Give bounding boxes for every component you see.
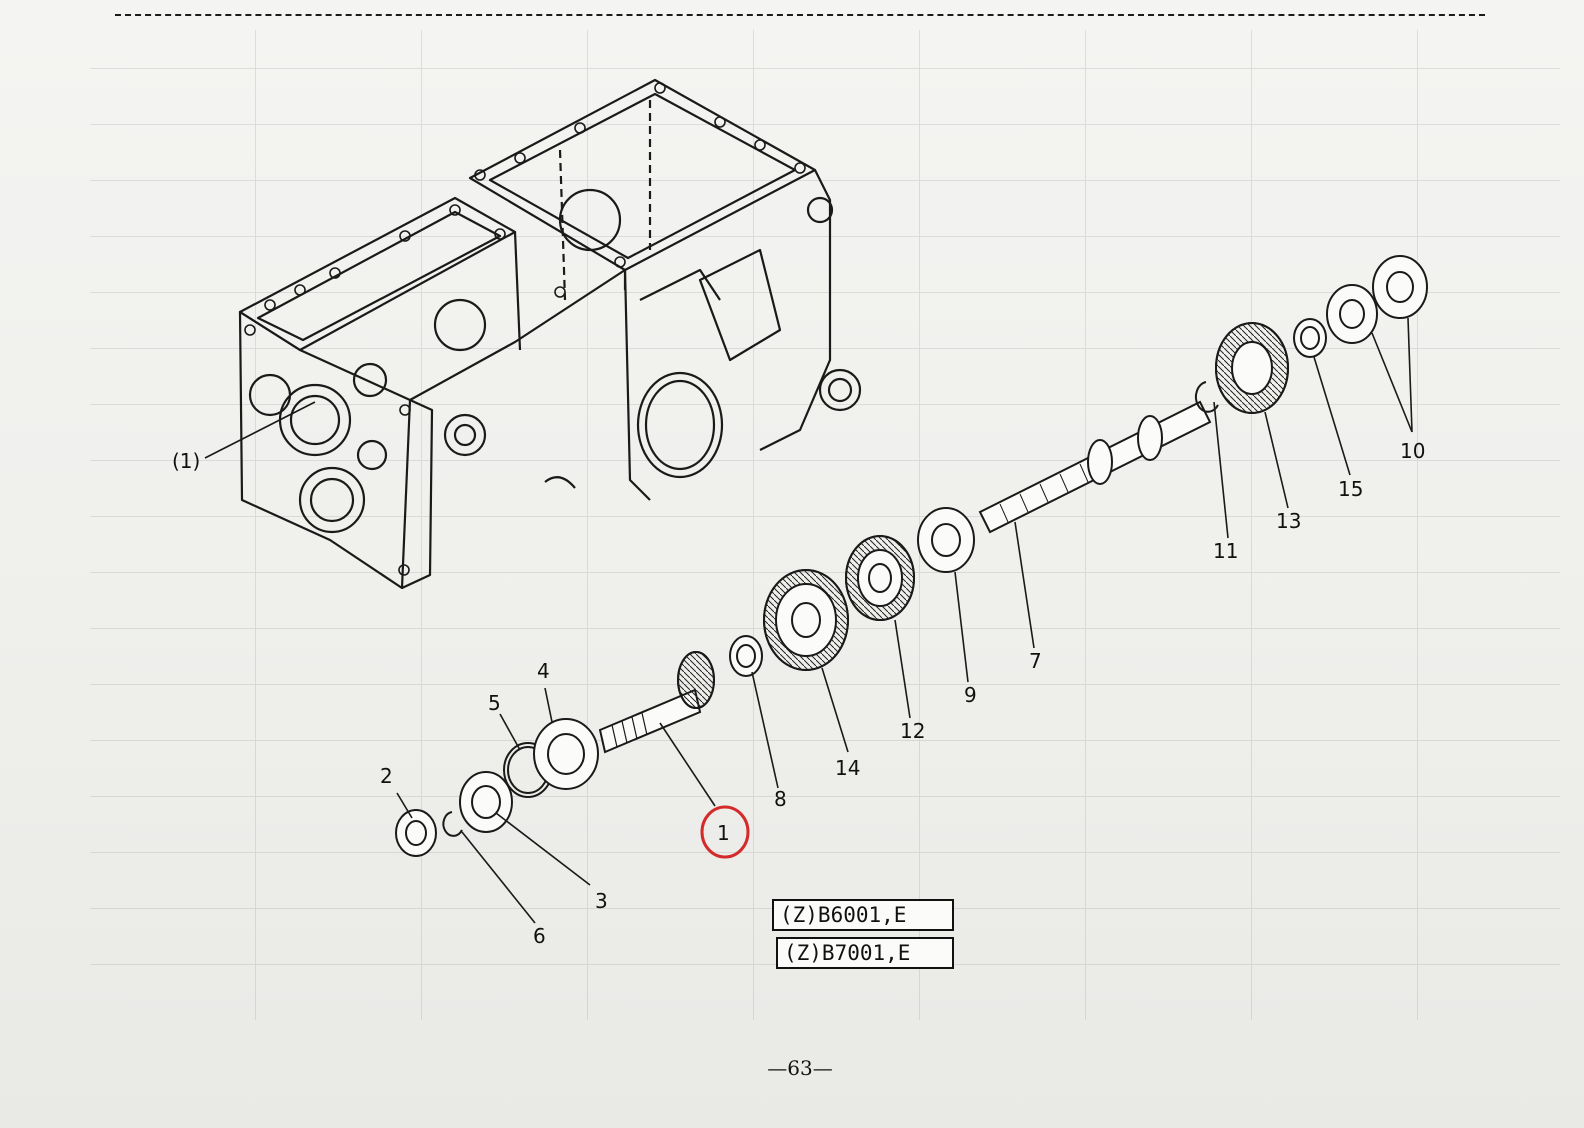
upper-shaft-assembly [978,255,1428,534]
leader-lines [204,317,1413,924]
highlight-circle [700,805,750,859]
ruled-grid-background [90,30,1560,1020]
transmission-case-drawing [238,78,862,590]
callout-labels: (1) 1 2 3 4 5 6 7 8 9 10 11 12 13 14 15 [172,439,1425,948]
callout-15: 15 [1338,477,1363,501]
callout-9: 9 [964,683,977,707]
callout-5: 5 [488,691,501,715]
model-code-box: (Z)B6001,E [772,899,954,931]
callout-2: 2 [380,764,393,788]
callout-11: 11 [1213,539,1238,563]
callout-housing: (1) [172,449,200,473]
callout-1: 1 [717,821,730,845]
callout-8: 8 [774,787,787,811]
lower-shaft-assembly [395,507,975,857]
dashed-top-rule [115,14,1485,16]
callout-10: 10 [1400,439,1425,463]
callout-7: 7 [1029,649,1042,673]
callout-4: 4 [537,659,550,683]
model-code-box: (Z)B7001,E [776,937,954,969]
callout-14: 14 [835,756,860,780]
page-number: —63— [767,1056,833,1080]
callout-12: 12 [900,719,925,743]
callout-6: 6 [533,924,546,948]
callout-3: 3 [595,889,608,913]
callout-13: 13 [1276,509,1301,533]
